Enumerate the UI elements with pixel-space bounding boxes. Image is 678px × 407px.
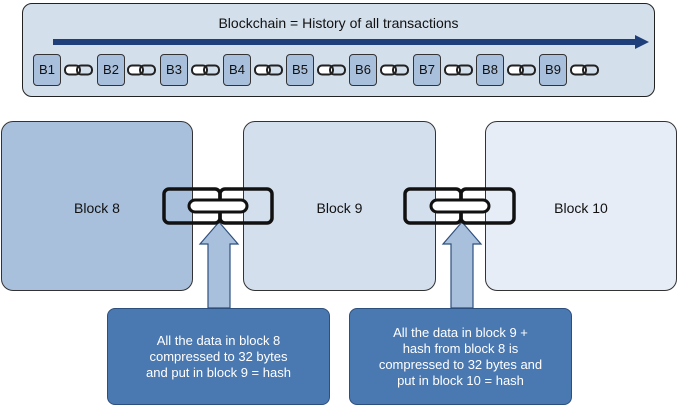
chain-link-icon bbox=[403, 187, 516, 225]
right-arrow-icon bbox=[53, 35, 649, 49]
chain-link-icon bbox=[254, 64, 283, 76]
callout-line: put in block 10 = hash bbox=[397, 372, 524, 388]
block-9-label: Block 9 bbox=[316, 200, 363, 216]
callout-line: All the data in block 9 + bbox=[393, 324, 528, 340]
callout-line: All the data in block 8 bbox=[156, 332, 281, 348]
chain-link-icon bbox=[317, 64, 346, 76]
callout-line: and put in block 9 = hash bbox=[146, 364, 291, 380]
mini-block-b8: B8 bbox=[476, 54, 504, 86]
chain-link-icon bbox=[444, 64, 473, 76]
mini-block-b6: B6 bbox=[349, 54, 377, 86]
chain-link-icon bbox=[570, 64, 599, 76]
mini-block-b7: B7 bbox=[413, 54, 441, 86]
block-8: Block 8 bbox=[1, 121, 193, 291]
hash-callout-block-9: All the data in block 9 + hash from bloc… bbox=[349, 308, 572, 405]
timeline-title: Blockchain = History of all transactions bbox=[218, 15, 459, 31]
mini-block-b1: B1 bbox=[33, 54, 61, 86]
mini-block-b4: B4 bbox=[223, 54, 251, 86]
mini-block-b5: B5 bbox=[286, 54, 314, 86]
callout-line: compressed to 32 bytes and bbox=[378, 356, 543, 372]
mini-block-b3: B3 bbox=[160, 54, 188, 86]
up-arrow-icon bbox=[441, 221, 483, 309]
callout-line: compressed to 32 bytes bbox=[149, 348, 288, 364]
chain-link-icon bbox=[380, 64, 409, 76]
chain-link-icon bbox=[64, 64, 93, 76]
mini-block-b9: B9 bbox=[539, 54, 567, 86]
block-8-label: Block 8 bbox=[74, 200, 120, 216]
chain-link-icon bbox=[507, 64, 536, 76]
chain-link-icon bbox=[191, 64, 220, 76]
hash-callout-block-8: All the data in block 8 compressed to 32… bbox=[107, 308, 330, 405]
blockchain-timeline-panel: Blockchain = History of all transactions… bbox=[22, 3, 655, 97]
callout-line: hash from block 8 is bbox=[402, 340, 519, 356]
mini-block-b2: B2 bbox=[97, 54, 125, 86]
up-arrow-icon bbox=[198, 221, 240, 309]
block-10: Block 10 bbox=[485, 121, 677, 291]
block-10-label: Block 10 bbox=[554, 200, 608, 216]
chain-link-icon bbox=[127, 64, 156, 76]
chain-link-icon bbox=[162, 187, 274, 225]
